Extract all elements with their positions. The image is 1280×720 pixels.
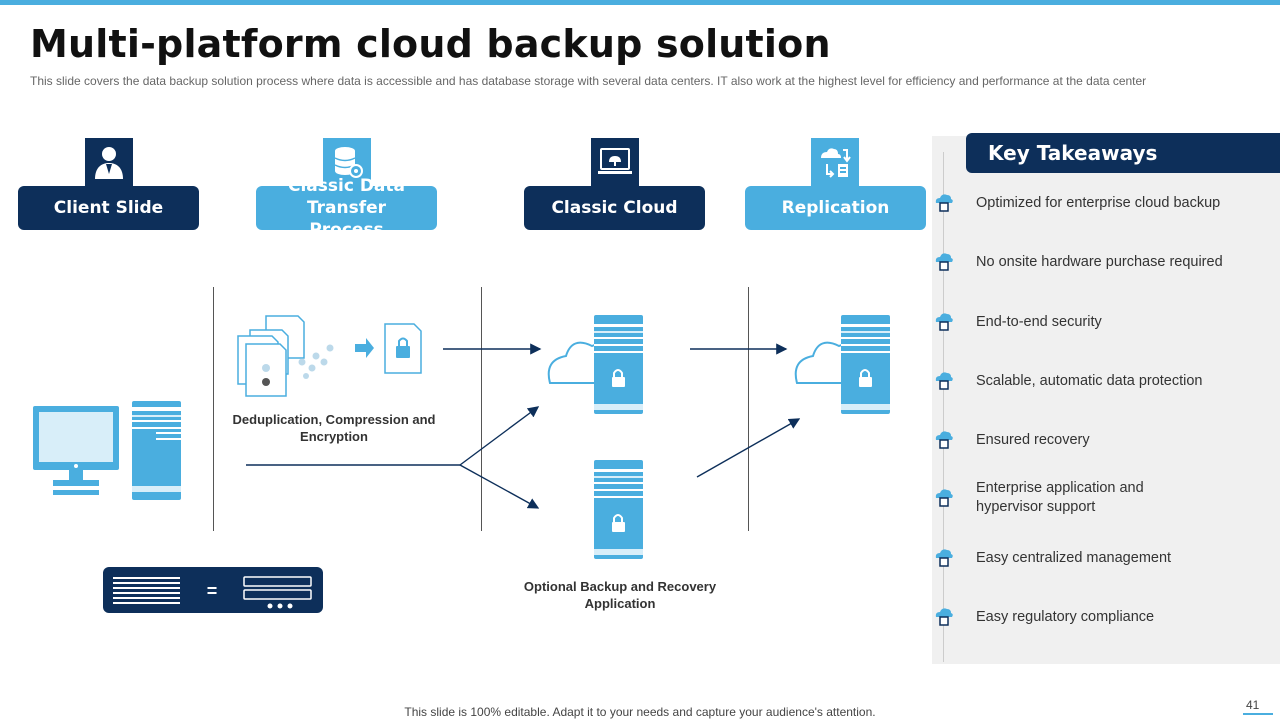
takeaway-item: Scalable, automatic data protection bbox=[934, 371, 1274, 391]
takeaway-item: Optimized for enterprise cloud backup bbox=[934, 193, 1274, 213]
takeaway-text: No onsite hardware purchase required bbox=[976, 253, 1223, 270]
slide-subtitle: This slide covers the data backup soluti… bbox=[30, 74, 1147, 88]
user-icon bbox=[85, 138, 133, 186]
flow-arrow bbox=[696, 418, 801, 478]
documents-icon bbox=[237, 315, 305, 397]
cloud-bullet-icon bbox=[934, 192, 954, 214]
dedup-caption: Deduplication, Compression and Encryptio… bbox=[232, 412, 436, 444]
takeaway-item: Easy centralized management bbox=[934, 548, 1274, 568]
backup-server-icon bbox=[594, 460, 643, 559]
stage-label-client: Client Slide bbox=[18, 186, 199, 230]
optional-backup-caption: Optional Backup and Recovery Application bbox=[523, 579, 717, 611]
flow-arrow bbox=[459, 406, 540, 466]
takeaway-text: Optimized for enterprise cloud backup bbox=[976, 194, 1221, 211]
stage-label-classic-cloud: Classic Cloud bbox=[524, 186, 705, 230]
slide-title: Multi-platform cloud backup solution bbox=[30, 22, 831, 66]
key-takeaways-title: Key Takeaways bbox=[966, 133, 1280, 173]
takeaway-text: Ensured recovery bbox=[976, 431, 1090, 448]
cloud-server-icon bbox=[547, 315, 643, 414]
takeaway-text: Scalable, automatic data protection bbox=[976, 372, 1203, 389]
flow-arrow bbox=[459, 464, 540, 509]
page-number-underline bbox=[1243, 713, 1273, 715]
key-takeaways-panel bbox=[932, 136, 1280, 664]
takeaway-item: No onsite hardware purchase required bbox=[934, 252, 1274, 272]
database-gear-icon bbox=[323, 138, 371, 186]
takeaway-item: Enterprise application and hypervisor su… bbox=[934, 479, 1274, 517]
takeaway-text: Enterprise application and hypervisor su… bbox=[976, 480, 1144, 515]
cloud-bullet-icon bbox=[934, 251, 954, 273]
cloud-bullet-icon bbox=[934, 311, 954, 333]
server-tower-icon bbox=[132, 401, 181, 500]
takeaway-item: End-to-end security bbox=[934, 312, 1274, 332]
takeaway-text: Easy centralized management bbox=[976, 549, 1172, 566]
page-number: 41 bbox=[1246, 698, 1260, 712]
separator-line bbox=[481, 287, 482, 531]
cloud-bullet-icon bbox=[934, 547, 954, 569]
separator-line bbox=[748, 287, 749, 531]
cloud-monitor-icon bbox=[591, 138, 639, 186]
cloud-sync-icon bbox=[811, 138, 859, 186]
separator-line bbox=[213, 287, 214, 531]
equals-symbol: = bbox=[207, 581, 218, 601]
cloud-bullet-icon bbox=[934, 606, 954, 628]
cloud-bullet-icon bbox=[934, 487, 954, 509]
takeaway-item: Easy regulatory compliance bbox=[934, 607, 1274, 627]
monitor-icon bbox=[33, 406, 119, 495]
stage-label-transfer: Classic Data Transfer Process bbox=[256, 176, 437, 240]
compression-dots bbox=[298, 344, 334, 379]
takeaways-rail bbox=[943, 152, 944, 662]
storage-device-icon bbox=[103, 567, 323, 613]
top-accent-bar bbox=[0, 0, 1280, 5]
cloud-bullet-icon bbox=[934, 429, 954, 451]
takeaway-item: Ensured recovery bbox=[934, 430, 1274, 450]
stage-label-replication: Replication bbox=[745, 186, 926, 230]
arrow-right-icon bbox=[355, 338, 374, 358]
encrypted-document-icon bbox=[384, 323, 422, 374]
takeaway-text: End-to-end security bbox=[976, 313, 1102, 330]
takeaway-text: Easy regulatory compliance bbox=[976, 608, 1155, 625]
replica-cloud-server-icon bbox=[794, 315, 890, 414]
backup-flow-diagram: = bbox=[33, 315, 890, 613]
footer-note: This slide is 100% editable. Adapt it to… bbox=[404, 705, 876, 719]
cloud-bullet-icon bbox=[934, 370, 954, 392]
